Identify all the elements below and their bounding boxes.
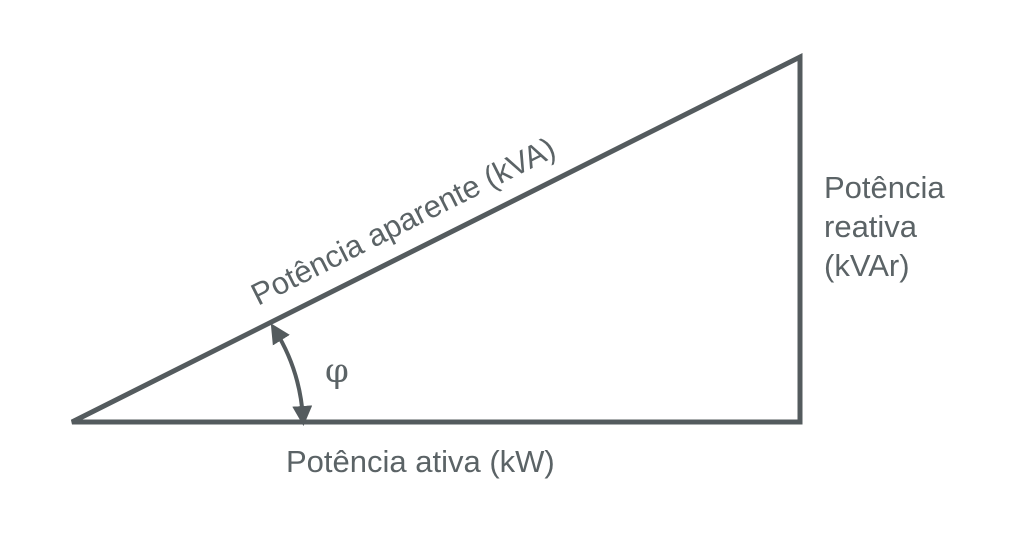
angle-arc	[270, 323, 313, 426]
reactive-power-label-line2: reativa	[824, 209, 918, 244]
angle-phi-label: φ	[325, 351, 349, 391]
power-triangle	[70, 52, 803, 425]
reactive-power-label-line3: (kVAr)	[824, 248, 910, 283]
reactive-power-label-line1: Potência	[824, 170, 945, 205]
active-power-label: Potência ativa (kW)	[286, 444, 555, 479]
apparent-power-label: Potência aparente (kVA)	[245, 130, 560, 312]
